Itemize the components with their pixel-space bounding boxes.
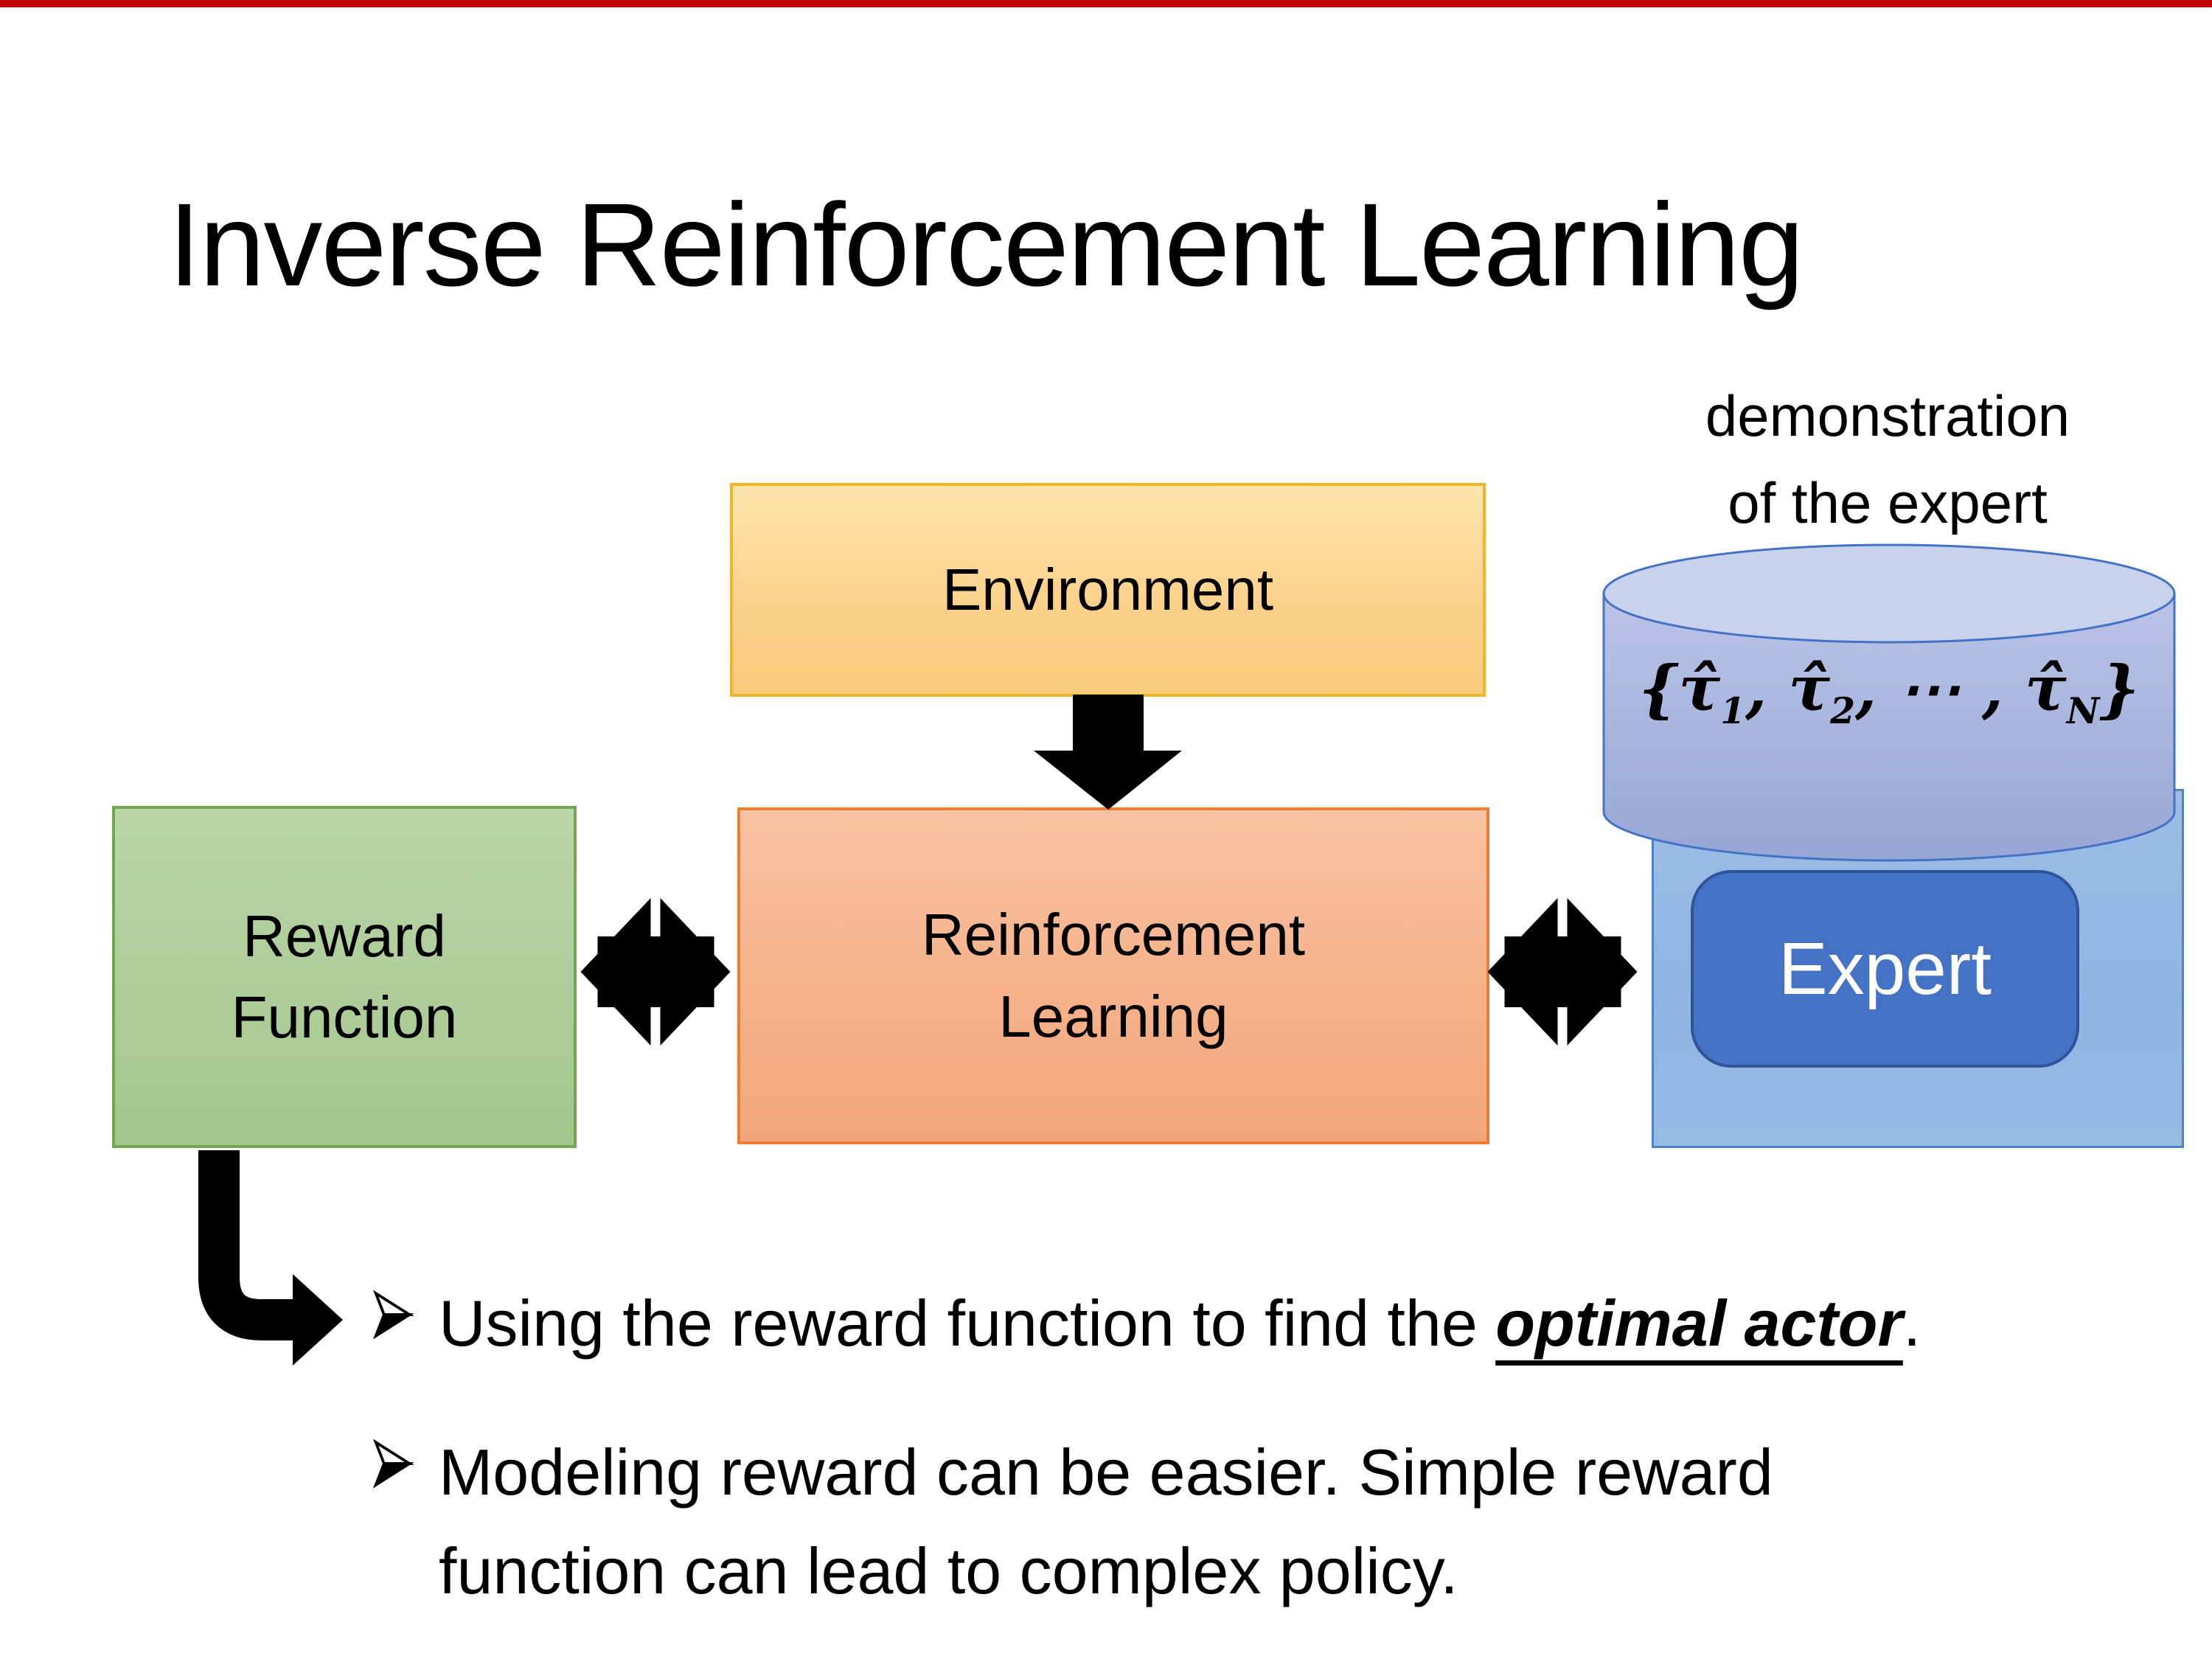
arrow-bullet-icon <box>373 1290 414 1339</box>
down-arrow-icon <box>1034 695 1182 810</box>
bent-arrow-icon <box>198 1150 343 1366</box>
reinforcement-learning-box: Reinforcement Learning <box>737 807 1489 1144</box>
rl-label-line2: Learning <box>998 983 1228 1049</box>
environment-box: Environment <box>730 483 1486 697</box>
environment-label: Environment <box>942 556 1274 622</box>
database-cylinder-icon <box>1602 543 2176 862</box>
double-arrow-left-icon <box>580 898 731 1046</box>
demonstration-label-line1: demonstration <box>1705 383 2070 448</box>
bullet-item-2: Modeling reward can be easier. Simple re… <box>372 1423 2157 1621</box>
demonstration-label: demonstration of the expert <box>1571 372 2205 546</box>
bullet-2-text: Modeling reward can be easier. Simple re… <box>439 1436 1773 1607</box>
top-accent-bar <box>0 0 2212 7</box>
rl-label-line1: Reinforcement <box>921 902 1306 968</box>
expert-box: Expert <box>1691 870 2079 1068</box>
trajectory-set-formula: {τ̂1, τ̂2, ⋯ , τ̂N} <box>1638 652 2140 732</box>
optimal-actor-emphasis: optimal actor <box>1495 1287 1903 1360</box>
bullet-item-1: Using the reward function to find the op… <box>372 1274 2157 1373</box>
double-arrow-right-icon <box>1487 898 1638 1046</box>
reward-function-box: Reward Function <box>112 806 577 1148</box>
expert-label: Expert <box>1778 927 1992 1010</box>
reward-function-label-line2: Function <box>231 984 458 1050</box>
slide-title: Inverse Reinforcement Learning <box>168 178 1804 310</box>
arrow-bullet-icon <box>373 1439 414 1488</box>
demonstration-label-line2: of the expert <box>1728 470 2048 535</box>
reward-function-label-line1: Reward <box>243 902 446 969</box>
bullet-1-text: Using the reward function to find the op… <box>439 1287 1921 1360</box>
